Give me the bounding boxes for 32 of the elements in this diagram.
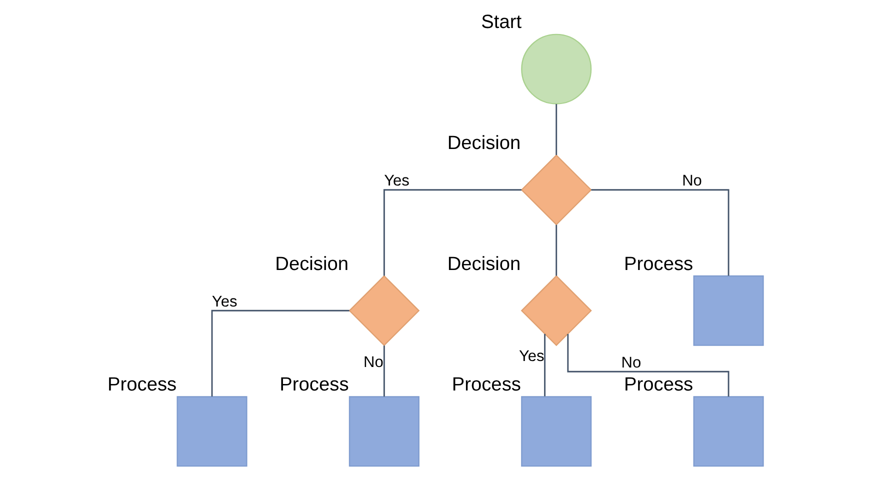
node-label: Process	[280, 374, 349, 396]
node-circle	[521, 34, 592, 104]
edge-label: No	[363, 354, 384, 371]
connector	[544, 334, 546, 396]
connector	[383, 346, 385, 397]
connector	[556, 224, 558, 276]
node-label: Start	[481, 12, 522, 34]
node-label: Process	[108, 374, 177, 396]
connector	[211, 310, 350, 396]
node-label: Decision	[447, 132, 521, 154]
node-box	[348, 396, 420, 467]
edge-label: Yes	[518, 348, 544, 365]
node-box	[693, 275, 764, 346]
node-box	[693, 396, 764, 467]
connector	[567, 334, 730, 397]
node-label: Process	[624, 374, 694, 396]
node-box	[176, 396, 248, 467]
node-label: Decision	[275, 254, 349, 275]
node-label: Decision	[447, 254, 521, 275]
edge-label: Yes	[384, 172, 410, 190]
connector	[556, 104, 558, 156]
node-diamond	[348, 275, 420, 346]
node-label: Process	[624, 254, 694, 275]
edge-label: Yes	[212, 293, 238, 310]
node-diamond	[520, 154, 592, 226]
connector	[383, 189, 522, 276]
node-diamond	[520, 275, 592, 346]
connector	[591, 189, 730, 276]
node-box	[521, 396, 592, 467]
edge-label: No	[682, 172, 702, 190]
edge-label: No	[621, 354, 642, 372]
node-label: Process	[452, 374, 521, 396]
